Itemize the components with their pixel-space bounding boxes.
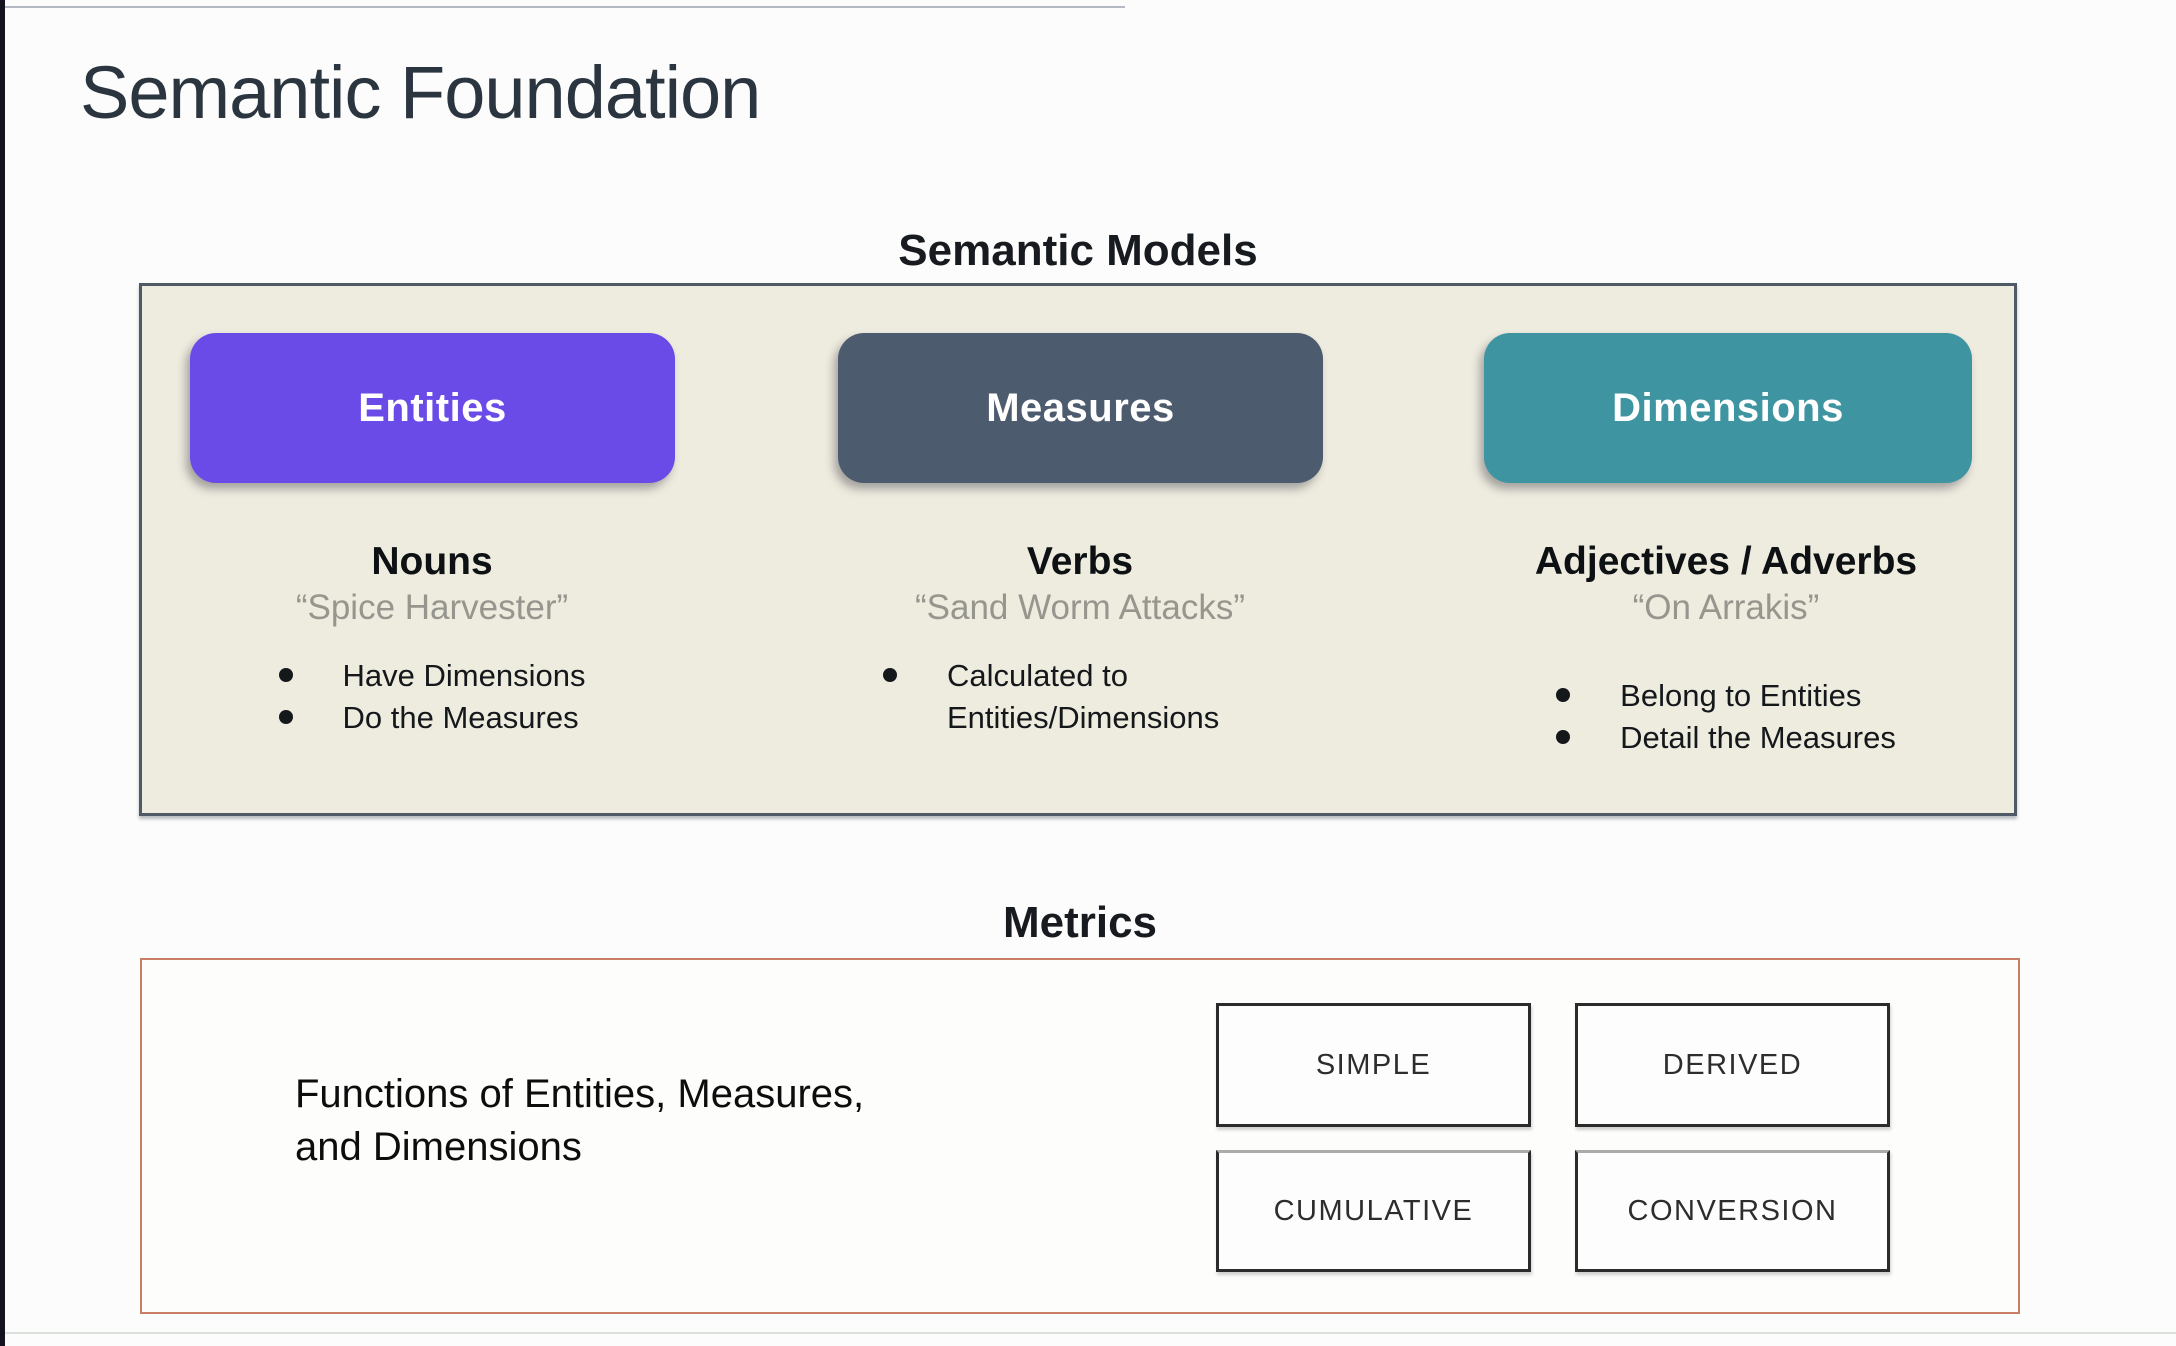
list-item: Belong to Entities (1556, 675, 1896, 717)
bullet-icon (278, 710, 293, 724)
dimensions-pill-label: Dimensions (1612, 385, 1844, 430)
bullet-icon (278, 667, 293, 682)
metric-type-conversion: CONVERSION (1575, 1150, 1890, 1272)
bullet-text: Belong to Entities (1620, 677, 1862, 713)
bullet-icon (1556, 730, 1571, 744)
entities-part-of-speech: Nouns (371, 540, 493, 583)
entities-pill: Entities (190, 333, 675, 483)
measures-bullet-list: Calculated to Entities/Dimensions (883, 655, 1277, 739)
entities-column: Nouns “Spice Harvester” Have Dimensions … (102, 540, 762, 739)
measures-part-of-speech: Verbs (1026, 540, 1134, 583)
metric-type-label: DERIVED (1662, 1048, 1803, 1081)
metric-type-label: SIMPLE (1315, 1048, 1432, 1081)
window-top-divider (5, 6, 1125, 8)
dimensions-part-of-speech: Adjectives / Adverbs (1534, 540, 1918, 583)
entities-bullet-list: Have Dimensions Do the Measures (278, 655, 586, 739)
bullet-text: Calculated to Entities/Dimensions (947, 657, 1220, 735)
metric-type-cumulative: CUMULATIVE (1216, 1150, 1531, 1272)
list-item: Have Dimensions (278, 655, 586, 697)
list-item: Calculated to Entities/Dimensions (883, 655, 1277, 739)
semantic-models-heading: Semantic Models (898, 226, 1258, 275)
entities-pill-label: Entities (358, 385, 507, 430)
list-item: Detail the Measures (1556, 717, 1896, 759)
measures-pill: Measures (838, 333, 1323, 483)
window-bottom-divider (5, 1332, 2176, 1334)
window-left-border (0, 0, 5, 1346)
metric-type-label: CONVERSION (1627, 1194, 1838, 1227)
metric-type-simple: SIMPLE (1216, 1003, 1531, 1127)
dimensions-column: Adjectives / Adverbs “On Arrakis” Belong… (1396, 540, 2056, 759)
bullet-icon (1556, 687, 1571, 702)
dimensions-example: “On Arrakis” (1632, 587, 1820, 627)
bullet-icon (883, 667, 897, 682)
metric-type-derived: DERIVED (1575, 1003, 1890, 1127)
measures-column: Verbs “Sand Worm Attacks” Calculated to … (750, 540, 1410, 739)
metrics-description: Functions of Entities, Measures, and Dim… (295, 1072, 865, 1170)
measures-pill-label: Measures (986, 385, 1175, 430)
measures-example: “Sand Worm Attacks” (914, 587, 1245, 627)
slide-title: Semantic Foundation (80, 51, 761, 134)
dimensions-bullet-list: Belong to Entities Detail the Measures (1556, 675, 1896, 759)
metrics-heading: Metrics (1002, 898, 1158, 947)
bullet-text: Detail the Measures (1620, 720, 1896, 755)
list-item: Do the Measures (278, 697, 586, 739)
entities-example: “Spice Harvester” (295, 587, 569, 627)
bullet-text: Have Dimensions (342, 657, 586, 693)
bullet-text: Do the Measures (342, 700, 579, 735)
metric-type-label: CUMULATIVE (1273, 1194, 1474, 1227)
dimensions-pill: Dimensions (1484, 333, 1972, 483)
